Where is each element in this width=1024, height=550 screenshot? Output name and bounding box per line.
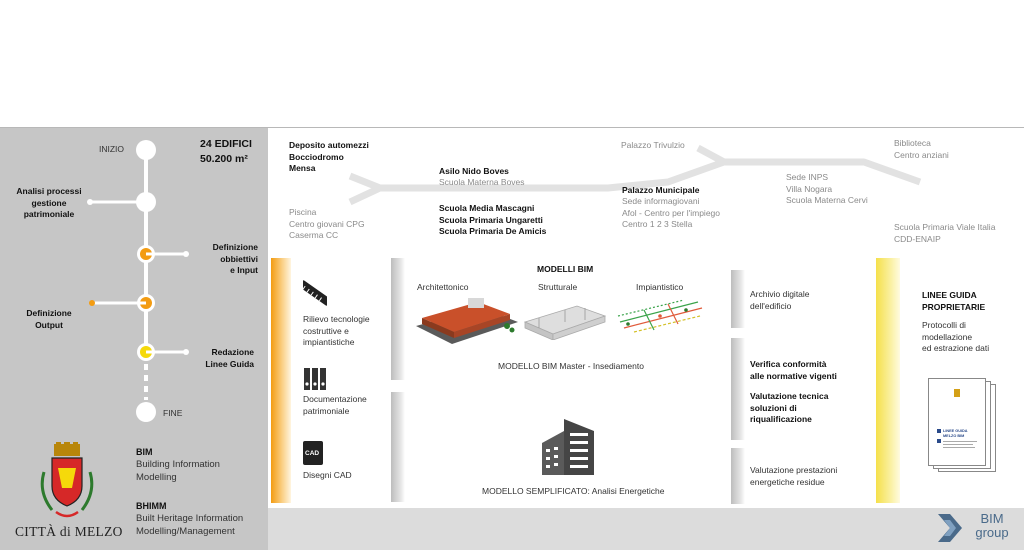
- guidelines-desc: Protocolli di modellazione ed estrazione…: [922, 320, 990, 353]
- bim-desc: Building Information Modelling: [136, 459, 220, 483]
- buildings-group6b: Sede informagiovani Afol - Centro per l'…: [622, 196, 720, 229]
- brand-name: BIM group: [975, 511, 1009, 540]
- outputs-bar-2: [731, 338, 745, 440]
- buildings-group8: Biblioteca Centro anziani: [894, 138, 949, 160]
- models-title: MODELLI BIM: [537, 264, 594, 274]
- guidelines-document-icon: LINEE GUIDA MELZO BIM: [928, 378, 998, 474]
- city-name: CITTÀ di MELZO: [15, 524, 123, 539]
- buildings-group4: Scuola Media Mascagni Scuola Primaria Un…: [439, 203, 547, 236]
- cad-file-icon: CAD: [303, 441, 323, 465]
- coat-of-arms-icon: [40, 442, 94, 518]
- buildings-group2: Piscina Centro giovani CPG Caserma CC: [289, 207, 365, 240]
- label-area: 50.200 m²: [200, 153, 248, 165]
- buildings-group1: Deposito automezzi Bocciodromo Mensa: [289, 140, 369, 173]
- binders-icon: [304, 368, 326, 390]
- label-redazione: Redazione Linee Guida: [205, 347, 254, 369]
- label-edifici: 24 EDIFICI: [200, 138, 252, 150]
- outputs-bar-3: [731, 448, 745, 504]
- cad-icon-label: CAD: [305, 450, 320, 457]
- input-rilievo: Rilievo tecnologie costruttive e impiant…: [303, 314, 370, 347]
- measuring-tape-icon: [303, 280, 327, 306]
- document-label: LINEE GUIDA MELZO BIM: [943, 429, 968, 438]
- output-archivio: Archivio digitale dell'edificio: [750, 289, 810, 311]
- architectural-model-icon: [416, 298, 518, 344]
- process-timeline: [87, 140, 189, 422]
- buildings-group6a: Palazzo Municipale: [622, 185, 700, 195]
- mep-model-icon: [617, 299, 703, 333]
- label-fine: FINE: [163, 408, 183, 418]
- models-top-bar: [391, 258, 405, 380]
- model-strut-label: Strutturale: [538, 282, 578, 292]
- buildings-group7: Sede INPS Villa Nogara Scuola Materna Ce…: [786, 172, 868, 205]
- left-panel: [0, 128, 268, 550]
- input-disegni: Disegni CAD: [303, 470, 352, 480]
- buildings-group3a: Asilo Nido Boves: [439, 166, 509, 176]
- buildings-group9: Scuola Primaria Viale Italia CDD-ENAIP: [894, 222, 996, 244]
- buildings-group3b: Scuola Materna Boves: [439, 177, 525, 187]
- models-bottom-bar: [391, 392, 405, 502]
- label-obiettivi: Definizione obbiettivi e Input: [212, 242, 258, 275]
- model-arch-label: Architettonico: [417, 282, 469, 292]
- bhimm-title: BHIMM: [136, 501, 167, 511]
- buildings-metro-map: [348, 144, 922, 206]
- top-divider: [0, 127, 1024, 128]
- document-crest-icon: [954, 389, 960, 397]
- label-output: Definizione Output: [26, 308, 72, 330]
- model-impi-label: Impiantistico: [636, 282, 684, 292]
- bhimm-desc: Built Heritage Information Modelling/Man…: [136, 513, 244, 537]
- bim-title: BIM: [136, 447, 153, 457]
- structural-model-icon: [523, 305, 607, 340]
- timeline-node-end: [136, 402, 156, 422]
- bottom-strip: [268, 508, 1024, 550]
- output-valutazione-prestazioni: Valutazione prestazioni energetiche resi…: [750, 465, 838, 487]
- outputs-bar-1: [731, 270, 745, 328]
- label-analisi: Analisi processi gestione patrimoniale: [16, 186, 82, 219]
- building-icon: [542, 419, 594, 475]
- inputs-accent-bar: [271, 258, 291, 503]
- model-simple-label: MODELLO SEMPLIFICATO: Analisi Energetich…: [482, 486, 665, 496]
- label-inizio: INIZIO: [99, 144, 125, 154]
- input-documentazione: Documentazione patrimoniale: [303, 394, 367, 416]
- buildings-group5: Palazzo Trivulzio: [621, 140, 685, 150]
- output-verifica: Verifica conformità alle normative vigen…: [750, 359, 837, 381]
- guidelines-title: LINEE GUIDA PROPRIETARIE: [922, 290, 986, 312]
- output-valutazione-tecnica: Valutazione tecnica soluzioni di riquali…: [750, 391, 829, 424]
- guidelines-accent-bar: [876, 258, 900, 503]
- bim-group-logo-icon: [938, 514, 962, 542]
- model-master-label: MODELLO BIM Master - Insediamento: [498, 361, 644, 371]
- timeline-node-start: [136, 140, 156, 160]
